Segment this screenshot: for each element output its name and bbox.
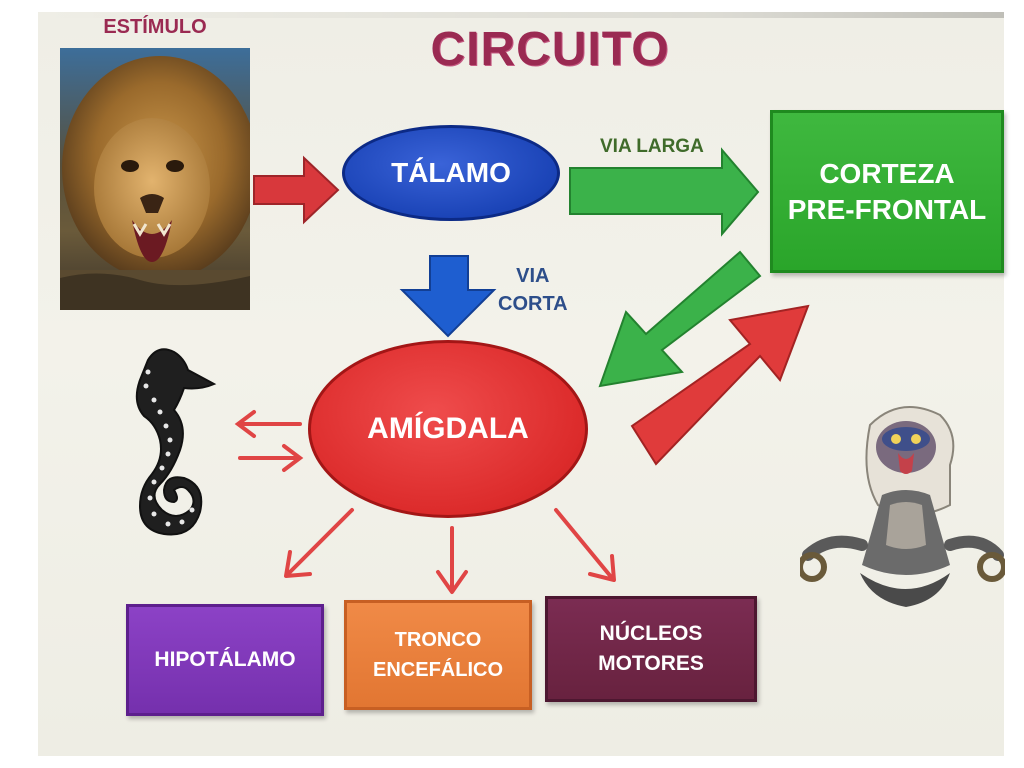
node-corteza-line1: CORTEZA (819, 157, 955, 189)
node-tronco-line1: TRONCO (394, 629, 482, 651)
arrow-to-tronco (436, 526, 468, 594)
via-corta-label: VIA CORTA (498, 262, 568, 318)
node-tronco-line2: ENCEFÁLICO (373, 659, 503, 681)
arrow-to-nucleos (554, 508, 616, 582)
arrow-via-corta (399, 255, 497, 338)
node-tronco-encefalico: TRONCO ENCEFÁLICO (344, 600, 532, 710)
node-nucleos-motores: NÚCLEOS MOTORES (545, 596, 757, 702)
slide-top-shade (38, 12, 1004, 18)
node-hipotalamo: HIPOTÁLAMO (126, 604, 324, 716)
arrow-corteza-to-amigdala (598, 250, 762, 388)
node-talamo: TÁLAMO (342, 125, 560, 221)
node-amigdala: AMÍGDALA (308, 340, 588, 518)
node-amigdala-label: AMÍGDALA (367, 412, 529, 445)
via-corta-line2: CORTA (498, 293, 568, 315)
arrow-amigdala-to-corteza (630, 304, 810, 466)
stimulus-label: ESTÍMULO (103, 16, 207, 38)
via-larga-label: VIA LARGA (600, 136, 704, 157)
node-corteza-line2: PRE-FRONTAL (787, 193, 987, 225)
node-nucleos-line2: MOTORES (598, 652, 704, 675)
node-corteza-prefrontal: CORTEZA PRE-FRONTAL (770, 110, 1004, 273)
arrow-stimulus-to-talamo (253, 155, 340, 225)
arrow-amigdala-to-seahorse (234, 410, 302, 438)
diagram-title: CIRCUITO (430, 23, 670, 76)
node-hipotalamo-label: HIPOTÁLAMO (154, 648, 296, 671)
node-talamo-label: TÁLAMO (391, 157, 511, 188)
seahorse-icon (118, 340, 218, 545)
lion-photo (60, 48, 250, 310)
node-nucleos-line1: NÚCLEOS (599, 622, 703, 645)
arrow-via-larga (569, 147, 760, 237)
baboon-illustration (797, 395, 1007, 617)
arrow-to-hipotalamo (284, 508, 354, 578)
arrow-seahorse-to-amigdala (238, 444, 304, 472)
via-corta-line1: VIA (516, 265, 550, 287)
